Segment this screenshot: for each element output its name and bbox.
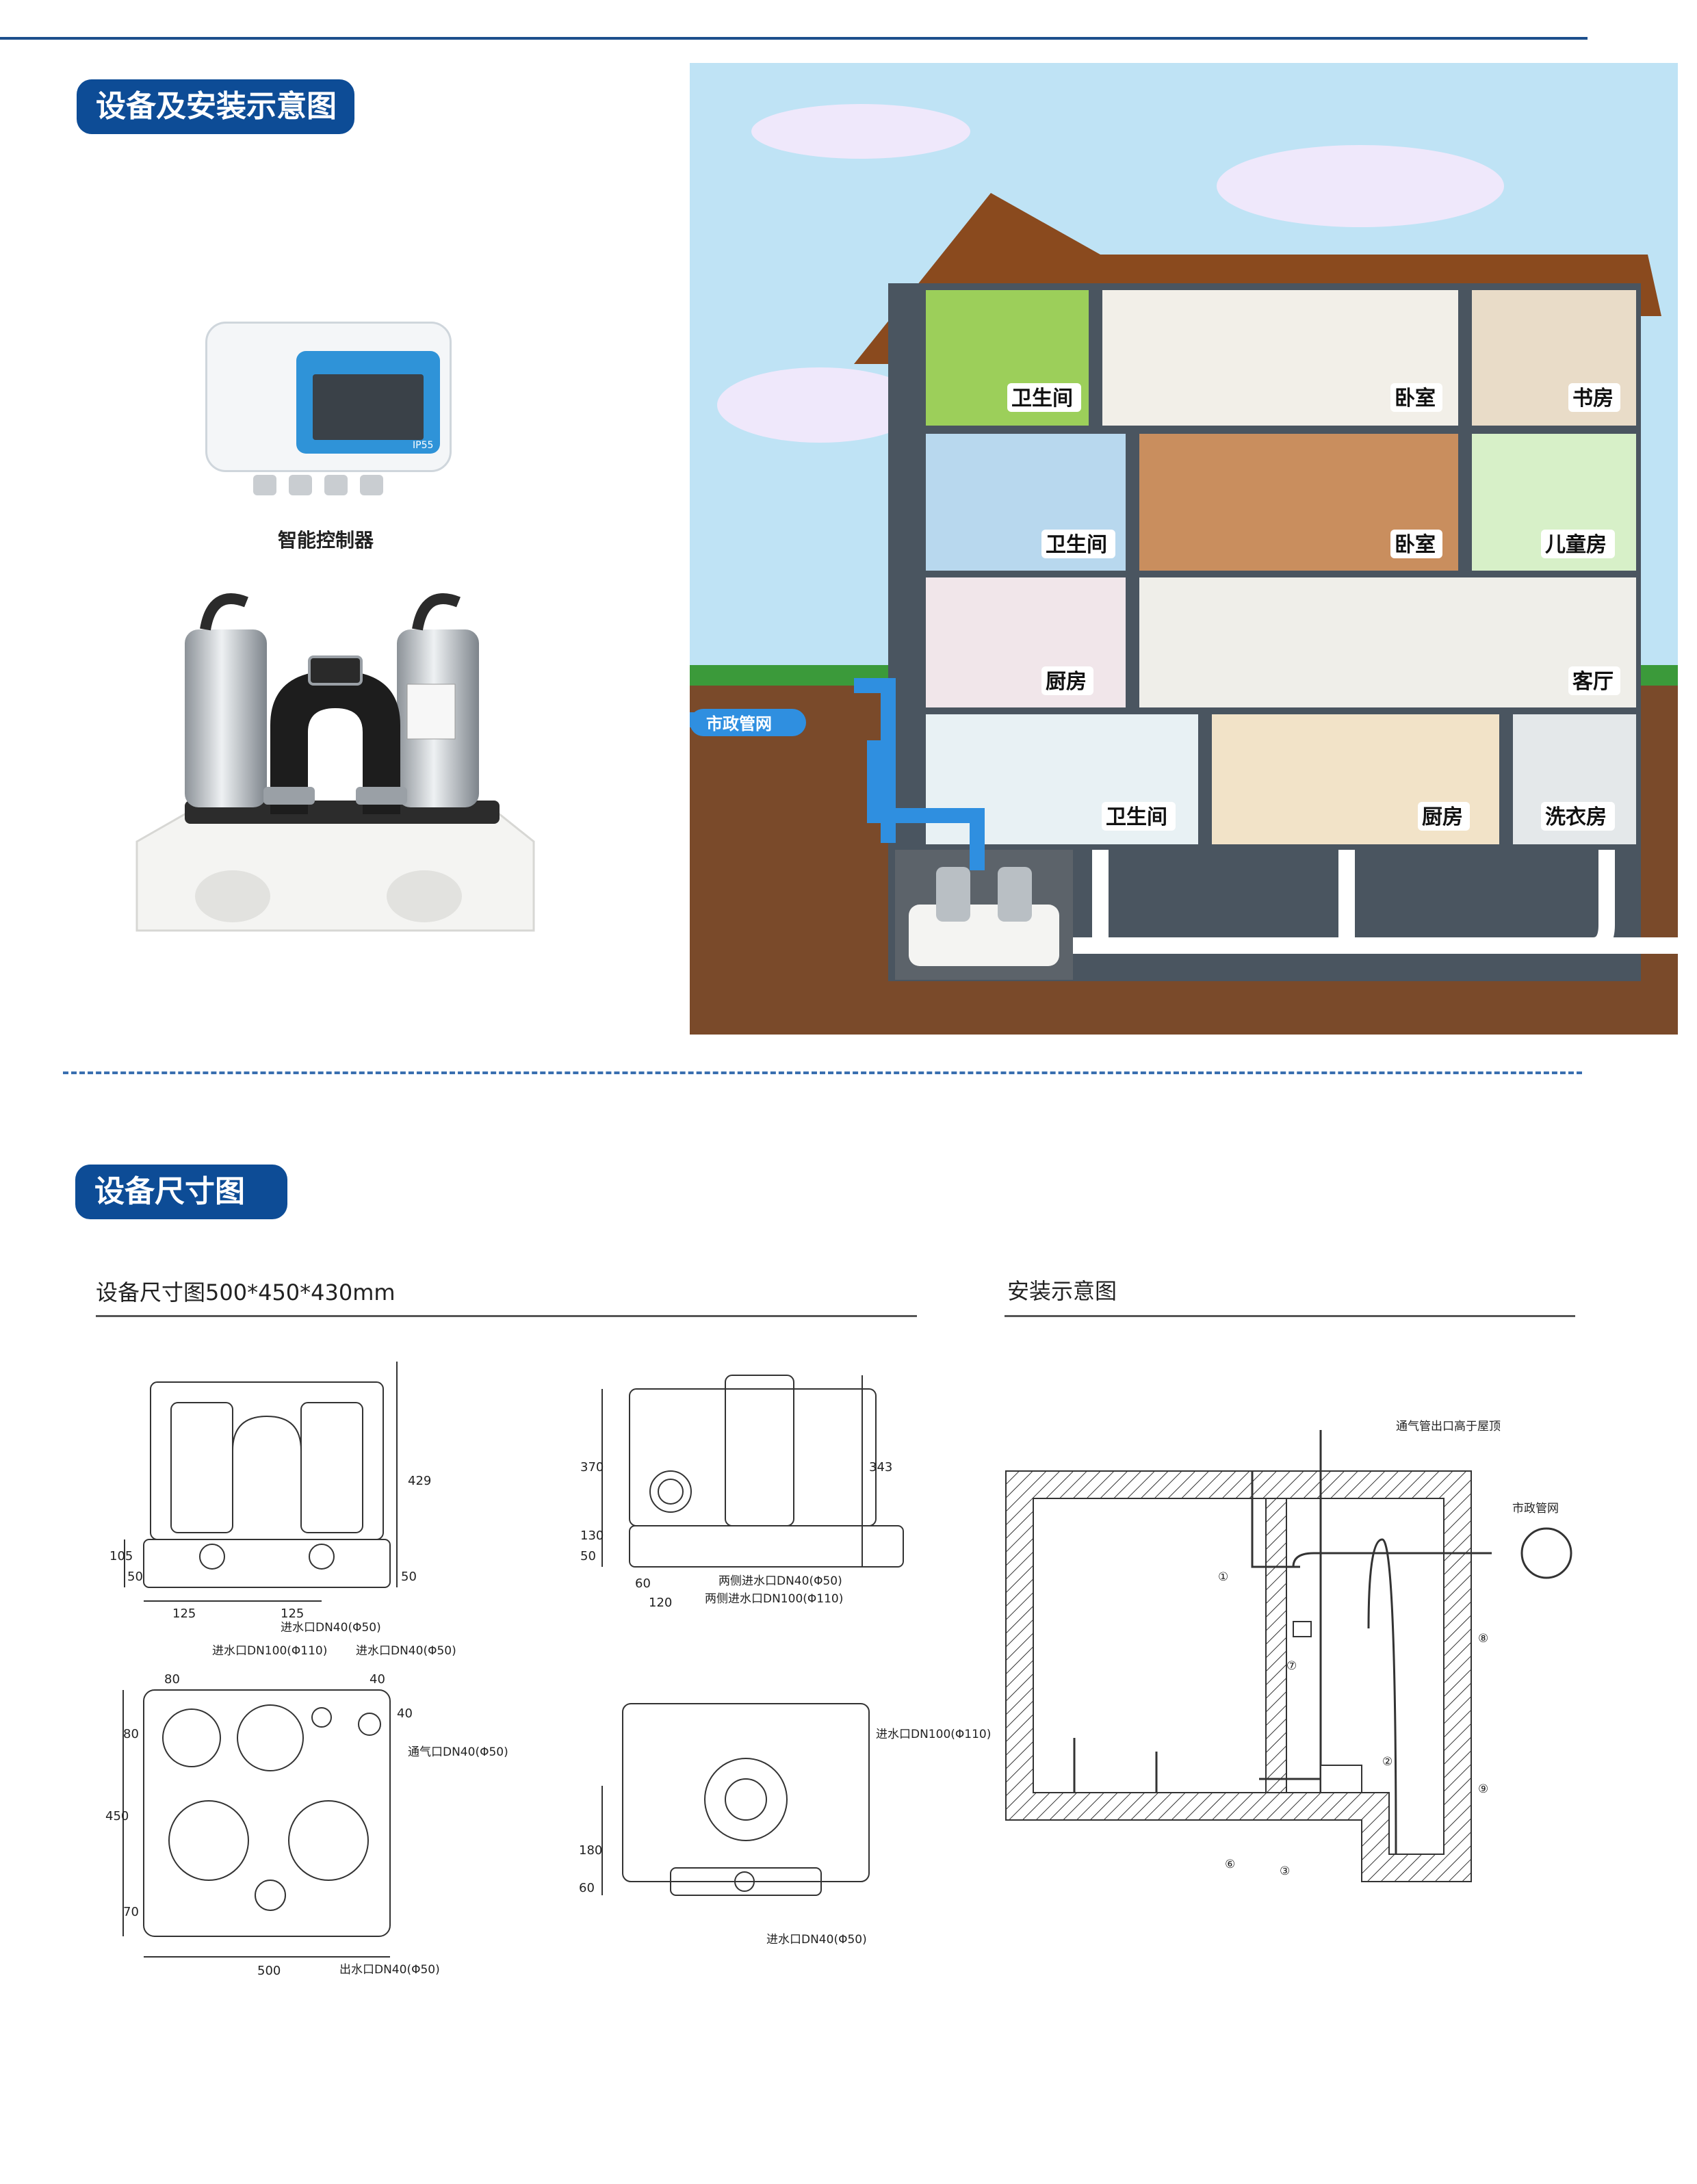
room-label-bg [1390,383,1442,412]
vent-note: 通气管出口高于屋顶 [1396,1420,1501,1433]
side-dim-343: 343 [869,1460,892,1474]
room-label: 卧室 [1395,387,1436,411]
side-dim-130: 130 [580,1529,604,1543]
room-labels: 卫生间卧室书房卫生间卧室儿童房厨房客厅卫生间厨房洗衣房 [1007,383,1620,831]
room-label-bg [1541,530,1615,558]
back-note-inlet-100: 进水口DN100(Φ110) [876,1728,991,1741]
controller-glands [253,475,411,495]
section-divider [63,1071,1582,1074]
top-note-inlet-40: 进水口DN40(Φ50) [356,1644,456,1658]
dimension-title-rule [96,1315,917,1317]
controller-photo: IP55 [205,322,452,472]
front-note-inlet: 进水口DN40(Φ50) [281,1621,381,1635]
top-view-drawing: 80 80 40 40 450 70 500 进水口DN100(Φ110) 进水… [105,1644,508,1978]
section-heading-size: 设备尺寸图 [75,1165,287,1219]
side-note-b: 两侧进水口DN100(Φ110) [705,1592,843,1606]
controller-caption: 智能控制器 [278,529,374,551]
marker-2: ② [1382,1755,1392,1769]
back-dim-180: 180 [579,1843,602,1858]
room-label: 厨房 [1046,670,1087,694]
front-dim-50-left: 50 [127,1570,143,1584]
room-label-bg [1007,383,1081,412]
room-label: 卫生间 [1046,533,1107,557]
room-label-bg [1041,666,1093,695]
room-label: 卫生间 [1011,387,1073,411]
room-label-bg [1568,383,1620,412]
pump-unit-photo [135,593,535,932]
marker-1: ① [1218,1570,1228,1584]
side-dim-50: 50 [580,1549,596,1563]
side-view-drawing: 370 130 50 343 60 120 两侧进水口DN40(Φ50) 两侧进… [580,1375,904,1610]
room-label: 书房 [1572,387,1614,411]
side-dim-370: 370 [580,1460,604,1474]
top-dim-500: 500 [257,1964,281,1978]
house-installation-illustration: 市政管网 卫生间卧室书房卫生间卧室儿童房厨房客厅卫生间厨房洗衣房 [690,63,1678,1035]
house-svg: 市政管网 卫生间卧室书房卫生间卧室儿童房厨房客厅卫生间厨房洗衣房 [690,63,1678,1035]
top-note-outlet: 出水口DN40(Φ50) [339,1963,440,1977]
top-dim-40-a: 40 [370,1672,385,1687]
room-label: 卫生间 [1106,805,1167,829]
side-dim-120: 120 [649,1596,672,1610]
room-label-bg [1568,666,1620,695]
controller-badge-svg: IP55 [413,440,433,451]
back-dim-60: 60 [579,1881,595,1895]
top-dim-80-b: 80 [123,1727,139,1741]
side-note-a: 两侧进水口DN40(Φ50) [718,1574,842,1588]
top-dim-450: 450 [105,1809,129,1823]
room-label: 客厅 [1572,670,1614,694]
room-label-bg [1418,802,1470,831]
front-dim-125-b: 125 [281,1607,304,1621]
marker-6: ⑥ [1225,1858,1235,1871]
front-view-drawing: 429 105 50 50 125 125 进水口DN40(Φ50) [109,1362,431,1635]
room-label-bg [1541,802,1615,831]
marker-3: ③ [1280,1864,1290,1878]
sewer-note: 市政管网 [1512,1502,1559,1516]
top-note-vent: 通气口DN40(Φ50) [408,1745,508,1759]
front-dim-height: 429 [408,1474,431,1488]
sewer-label: 市政管网 [706,714,772,733]
installation-title-rule [1005,1315,1575,1317]
dimension-drawing-title: 设备尺寸图500*450*430mm [96,1279,396,1305]
top-dim-80-a: 80 [164,1672,180,1687]
controller-screen [296,351,440,454]
side-dim-60: 60 [635,1576,651,1591]
room-label-bg [1102,802,1176,831]
room-label-bg [1041,530,1115,558]
installation-schematic: 通气管出口高于屋顶 市政管网 ① ② ③ ⑥ ⑦ ⑧ ⑨ [1005,1420,1572,1882]
marker-8: ⑧ [1478,1632,1488,1646]
top-note-inlet-100: 进水口DN100(Φ110) [212,1644,327,1658]
back-note-inlet-40: 进水口DN40(Φ50) [766,1933,867,1947]
room-label: 卧室 [1395,533,1436,557]
room-label-bg [1390,530,1442,558]
room-label: 儿童房 [1545,533,1607,557]
section-heading-install: 设备及安装示意图 [77,79,354,134]
room-label: 洗衣房 [1545,805,1607,829]
controller-badge: IP55 [413,440,433,451]
marker-7: ⑦ [1286,1659,1297,1673]
front-dim-105: 105 [109,1549,133,1563]
room-label: 厨房 [1422,805,1463,829]
installation-drawing-title: 安装示意图 [1007,1278,1117,1304]
front-dim-50-right: 50 [401,1570,417,1584]
top-dim-40-b: 40 [397,1706,413,1721]
top-rule [0,37,1588,40]
marker-9: ⑨ [1478,1782,1488,1796]
back-view-drawing: 180 60 进水口DN100(Φ110) 进水口DN40(Φ50) [579,1703,991,1947]
front-dim-125-a: 125 [172,1607,196,1621]
top-dim-70: 70 [123,1905,139,1919]
